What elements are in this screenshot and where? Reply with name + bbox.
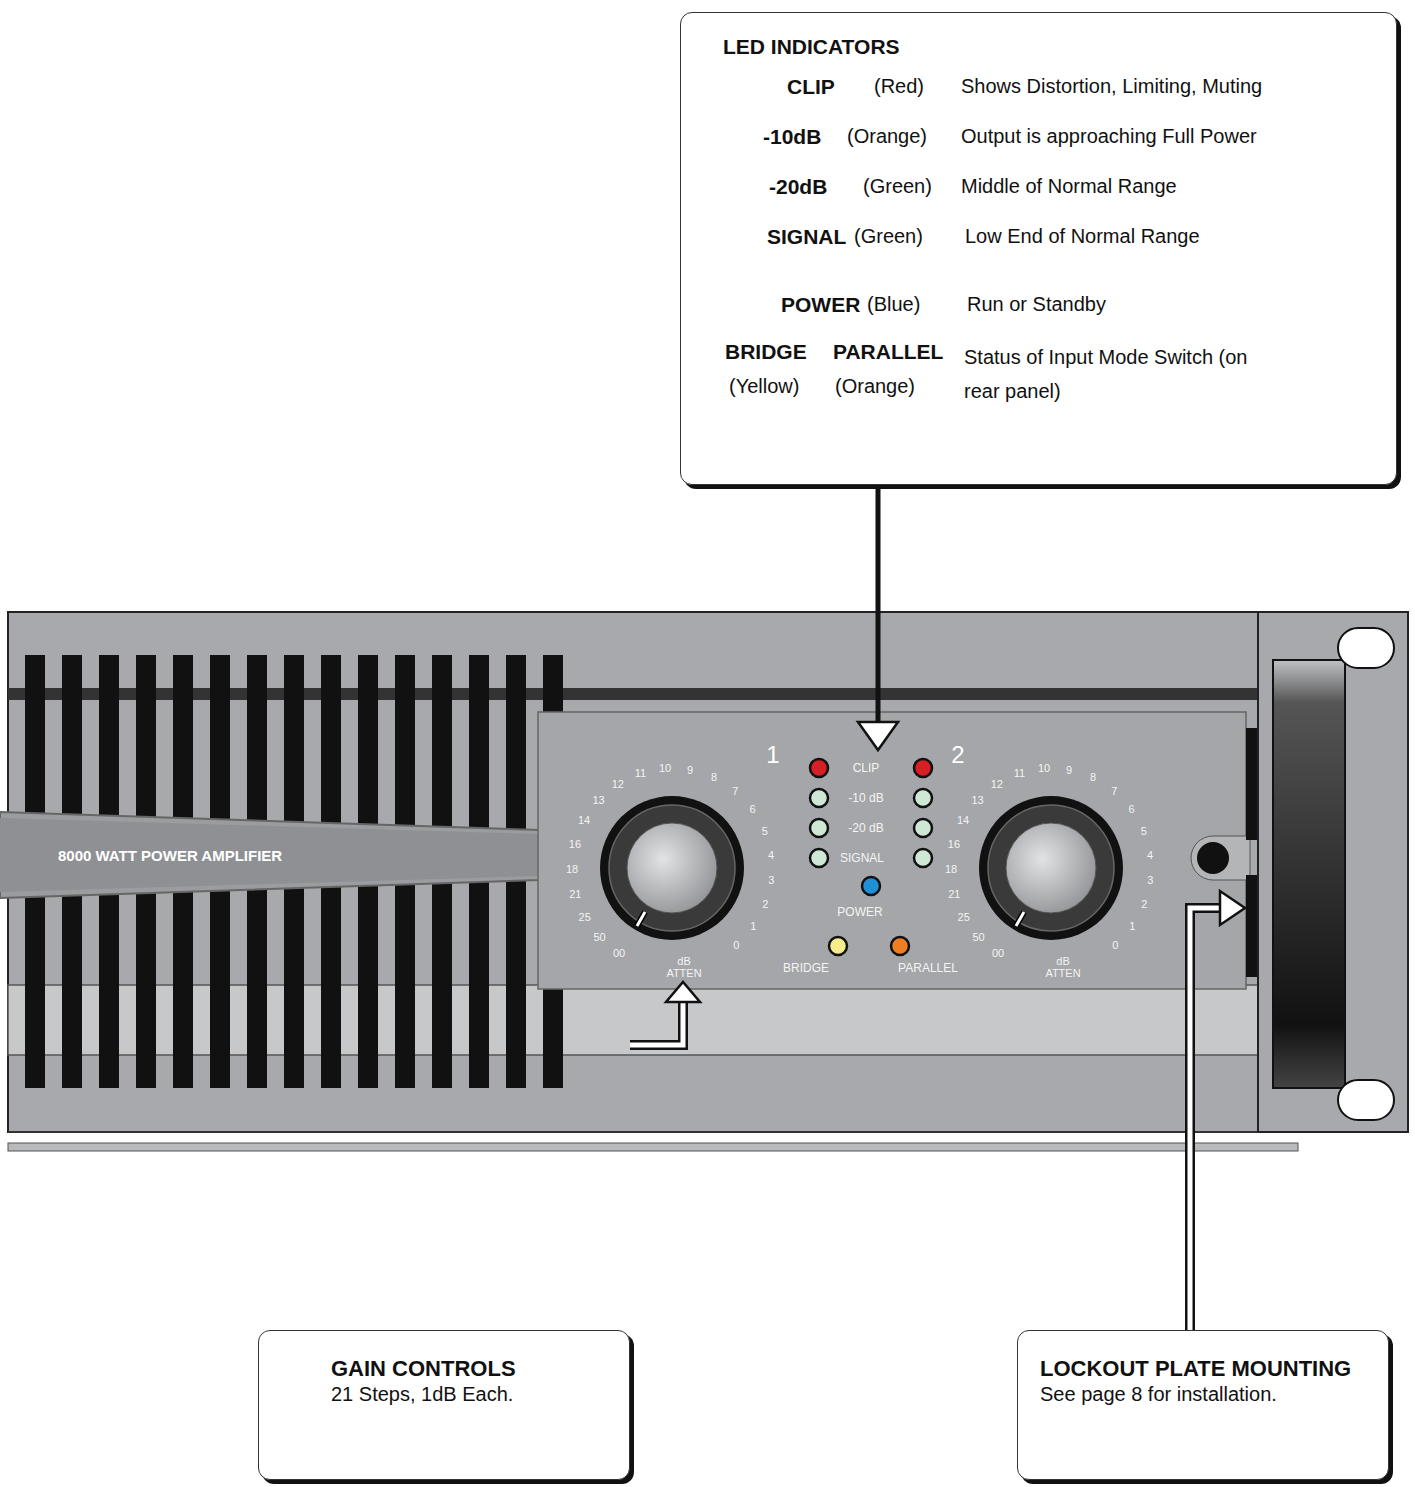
callout-text: Output is approaching Full Power <box>961 125 1257 148</box>
callout-text: Middle of Normal Range <box>961 175 1177 198</box>
callout-text: Status of Input Mode Switch (on rear pan… <box>964 340 1249 408</box>
scale-number: 12 <box>612 778 624 790</box>
scale-number: 6 <box>749 803 755 815</box>
scale-number: 13 <box>972 794 984 806</box>
scale-number: 50 <box>593 931 605 943</box>
channel-number: 2 <box>951 741 964 769</box>
scale-number: 10 <box>659 762 671 774</box>
scale-number: 8 <box>1090 771 1096 783</box>
scale-number: 5 <box>1141 825 1147 837</box>
led-label: BRIDGE <box>783 961 829 975</box>
callout-box: LOCKOUT PLATE MOUNTINGSee page 8 for ins… <box>1017 1330 1389 1480</box>
scale-number: 5 <box>762 825 768 837</box>
scale-number: 14 <box>578 814 590 826</box>
scale-number: 10 <box>1038 762 1050 774</box>
scale-number: 18 <box>566 863 578 875</box>
led-label: -10 dB <box>848 791 883 805</box>
scale-number: 21 <box>569 888 581 900</box>
scale-number: 18 <box>945 863 957 875</box>
scale-number: 12 <box>991 778 1003 790</box>
scale-number: 13 <box>593 794 605 806</box>
scale-number: 7 <box>732 785 738 797</box>
led-label: POWER <box>837 905 882 919</box>
callout-text: -20dB <box>769 175 827 199</box>
callout-text: (Blue) <box>867 293 920 316</box>
model-name: 8000 WATT POWER AMPLIFIER <box>58 847 282 864</box>
led-label: CLIP <box>853 761 880 775</box>
led-label: SIGNAL <box>840 851 884 865</box>
scale-number: 14 <box>957 814 969 826</box>
callout-text: (Green) <box>854 225 923 248</box>
scale-number: 0 <box>1112 939 1118 951</box>
scale-number: 1 <box>750 920 756 932</box>
callout-heading: GAIN CONTROLS <box>331 1356 516 1382</box>
callout-text: Run or Standby <box>967 293 1106 316</box>
scale-number: 11 <box>1014 767 1025 779</box>
callout-text: See page 8 for installation. <box>1040 1383 1277 1406</box>
scale-number: 50 <box>972 931 984 943</box>
scale-number: 00 <box>613 947 625 959</box>
scale-unit: dB ATTEN <box>1040 956 1086 979</box>
callout-box: GAIN CONTROLS21 Steps, 1dB Each. <box>258 1330 630 1480</box>
callout-text: SIGNAL <box>767 225 846 249</box>
scale-number: 4 <box>1147 849 1153 861</box>
scale-number: 1 <box>1129 920 1135 932</box>
scale-number: 11 <box>635 767 646 779</box>
callout-text: 21 Steps, 1dB Each. <box>331 1383 513 1406</box>
scale-number: 3 <box>1147 874 1153 886</box>
led-label: PARALLEL <box>898 961 958 975</box>
channel-number: 1 <box>766 741 779 769</box>
scale-number: 00 <box>992 947 1004 959</box>
scale-number: 9 <box>1066 764 1072 776</box>
scale-number: 21 <box>948 888 960 900</box>
callout-text: -10dB <box>763 125 821 149</box>
scale-number: 2 <box>762 898 768 910</box>
scale-number: 0 <box>733 939 739 951</box>
callout-box: LED INDICATORS CLIP (Red) Shows Distortion,… <box>680 12 1397 485</box>
callout-text: (Red) <box>874 75 924 98</box>
callout-text: CLIP <box>787 75 835 99</box>
callout-text: (Yellow) <box>729 375 799 398</box>
callout-text: BRIDGE <box>725 340 807 364</box>
scale-number: 6 <box>1128 803 1134 815</box>
callout-text: (Orange) <box>847 125 927 148</box>
callout-heading: LED INDICATORS <box>723 35 900 59</box>
scale-number: 25 <box>579 911 591 923</box>
scale-number: 8 <box>711 771 717 783</box>
scale-number: 16 <box>569 838 581 850</box>
callout-text: PARALLEL <box>833 340 943 364</box>
scale-number: 7 <box>1111 785 1117 797</box>
scale-number: 25 <box>958 911 970 923</box>
callout-text: (Orange) <box>835 375 915 398</box>
led-label: -20 dB <box>848 821 883 835</box>
callout-heading: LOCKOUT PLATE MOUNTING <box>1040 1356 1351 1382</box>
scale-number: 16 <box>948 838 960 850</box>
callout-text: (Green) <box>863 175 932 198</box>
scale-number: 2 <box>1141 898 1147 910</box>
scale-number: 4 <box>768 849 774 861</box>
scale-unit: dB ATTEN <box>661 956 707 979</box>
callout-text: Shows Distortion, Limiting, Muting <box>961 75 1262 98</box>
callout-text: POWER <box>781 293 860 317</box>
callout-text: Low End of Normal Range <box>965 225 1200 248</box>
scale-number: 3 <box>768 874 774 886</box>
scale-number: 9 <box>687 764 693 776</box>
